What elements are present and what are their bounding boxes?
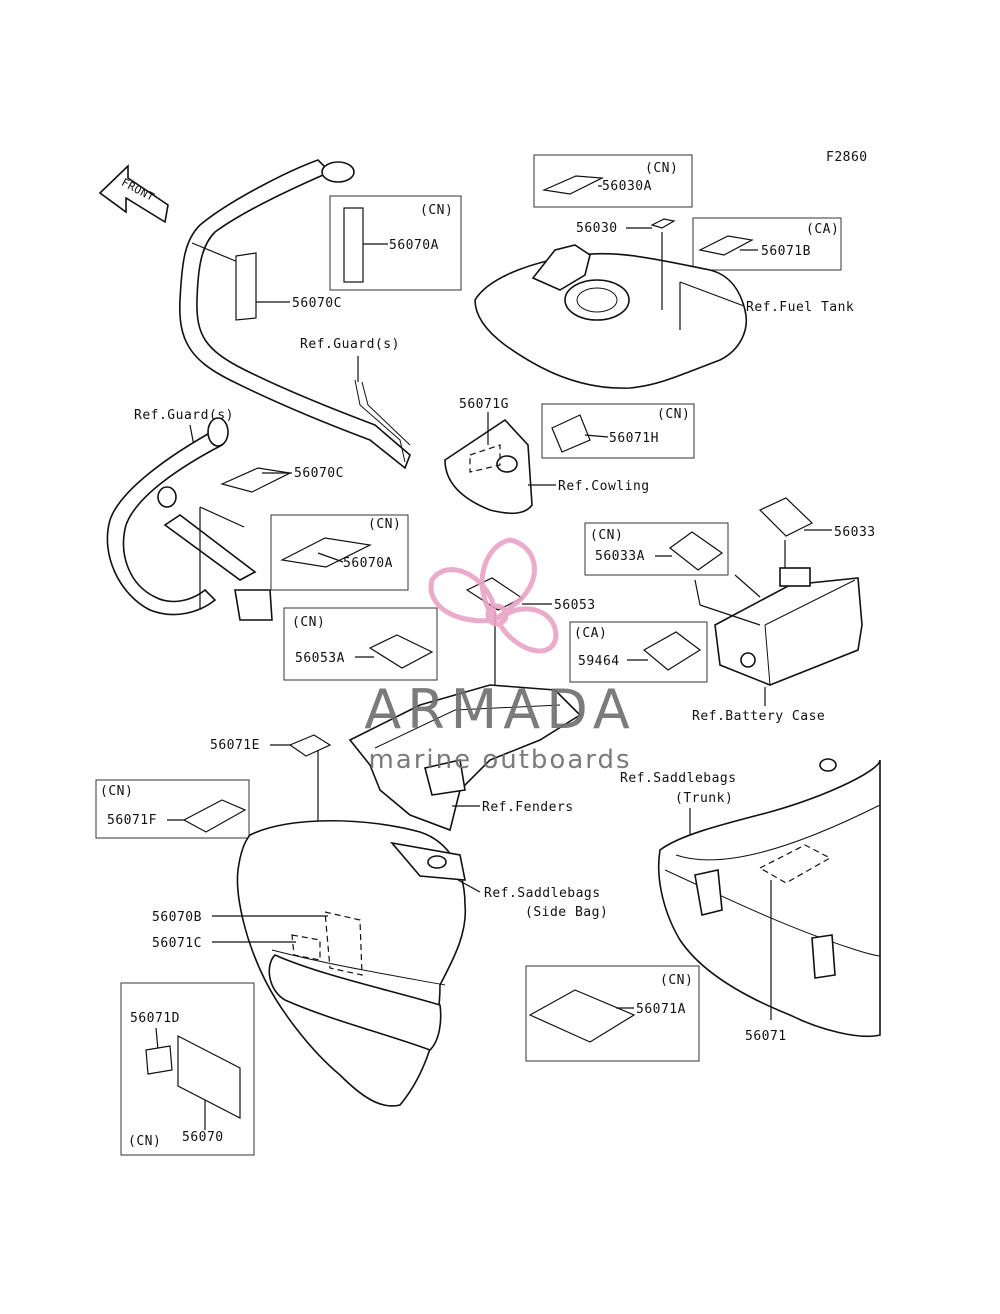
label-56030	[650, 218, 676, 229]
ref-saddlebags-side-1: Ref.Saddlebags	[484, 886, 601, 901]
label-56033	[758, 497, 814, 537]
code-cn-4: (CN)	[657, 407, 690, 422]
part-56071D: 56071D	[130, 1011, 180, 1026]
code-cn-1: (CN)	[420, 203, 453, 218]
position-56071C	[291, 934, 321, 961]
ref-saddlebags-trunk-2: (Trunk)	[675, 791, 733, 806]
part-56071: 56071	[745, 1029, 787, 1044]
code-cn-6: (CN)	[292, 615, 325, 630]
part-56053A: 56053A	[295, 651, 345, 666]
callout-box-56070A-mid	[270, 514, 409, 591]
part-56071E: 56071E	[210, 738, 260, 753]
code-cn-3: (CN)	[368, 517, 401, 532]
callout-box-56071D	[120, 982, 255, 1156]
side-bag	[236, 819, 467, 1107]
part-56033A: 56033A	[595, 549, 645, 564]
figure-code: F2860	[826, 150, 868, 165]
part-59464: 59464	[578, 654, 620, 669]
label-56071B	[698, 235, 754, 256]
part-56071B: 56071B	[761, 244, 811, 259]
callout-box-56070A-top	[329, 195, 462, 291]
label-56070A-top	[343, 207, 364, 283]
label-56071D	[145, 1045, 173, 1075]
ref-battery-case: Ref.Battery Case	[692, 709, 825, 724]
label-59464	[642, 631, 702, 671]
code-cn-5: (CN)	[590, 528, 623, 543]
label-56070C-top	[235, 252, 257, 321]
callout-box-56033A	[584, 522, 729, 576]
part-56030: 56030	[576, 221, 618, 236]
part-56071G: 56071G	[459, 397, 509, 412]
code-cn-7: (CN)	[100, 784, 133, 799]
callout-box-56053A	[283, 607, 438, 681]
callout-box-56071H	[541, 403, 695, 459]
label-56071H	[551, 414, 591, 453]
trunk	[657, 758, 881, 1038]
code-cn-2: (CN)	[645, 161, 678, 176]
part-56070C-top: 56070C	[292, 296, 342, 311]
part-56070B: 56070B	[152, 910, 202, 925]
code-ca-2: (CA)	[574, 626, 607, 641]
label-56070	[177, 1035, 241, 1119]
propeller-logo	[428, 537, 559, 654]
code-cn-8: (CN)	[128, 1134, 161, 1149]
label-56070A-mid	[280, 537, 372, 568]
part-56070: 56070	[182, 1130, 224, 1145]
position-56071	[758, 844, 832, 884]
fender	[348, 684, 582, 832]
part-56071A: 56071A	[636, 1002, 686, 1017]
ref-guard-top: Ref.Guard(s)	[300, 337, 400, 352]
part-56033: 56033	[834, 525, 876, 540]
position-56070B	[324, 911, 363, 976]
upper-guard	[179, 159, 411, 470]
part-56070A-mid: 56070A	[343, 556, 393, 571]
label-56071F	[182, 799, 247, 833]
watermark-brand: ARMADA	[364, 678, 636, 741]
lower-guard	[106, 417, 273, 621]
part-56070A-top: 56070A	[389, 238, 439, 253]
part-56071H: 56071H	[609, 431, 659, 446]
front-arrow: FRONT	[98, 164, 169, 224]
part-56071C: 56071C	[152, 936, 202, 951]
label-56030A	[541, 175, 605, 195]
code-ca-1: (CA)	[806, 222, 839, 237]
part-56070C-mid: 56070C	[294, 466, 344, 481]
callout-box-56071F	[95, 779, 250, 839]
ref-fenders: Ref.Fenders	[482, 800, 574, 815]
callout-box-56071B	[692, 217, 842, 271]
label-56071A	[528, 989, 636, 1043]
callout-box-56071A	[525, 965, 700, 1062]
ref-saddlebags-trunk-1: Ref.Saddlebags	[620, 771, 737, 786]
part-56030A: 56030A	[602, 179, 652, 194]
callout-box-59464	[569, 621, 708, 683]
label-56071E	[288, 734, 332, 757]
part-56053: 56053	[554, 598, 596, 613]
battery-case	[714, 567, 863, 686]
cowling	[444, 418, 533, 515]
position-56071G	[469, 444, 501, 473]
ref-saddlebags-side-2: (Side Bag)	[525, 905, 608, 920]
ref-guard-left: Ref.Guard(s)	[134, 408, 234, 423]
label-56070C-mid	[220, 467, 292, 493]
ref-fuel-tank: Ref.Fuel Tank	[746, 300, 854, 315]
ref-cowling: Ref.Cowling	[558, 479, 650, 494]
fuel-tank	[474, 244, 747, 389]
code-cn-9: (CN)	[660, 973, 693, 988]
watermark: ARMADA marine outboards	[364, 537, 636, 775]
label-56033A	[669, 531, 724, 571]
watermark-tagline: marine outboards	[368, 745, 631, 775]
label-56053A	[368, 634, 434, 669]
part-56071F: 56071F	[107, 813, 157, 828]
callout-box-56030A	[533, 154, 693, 208]
